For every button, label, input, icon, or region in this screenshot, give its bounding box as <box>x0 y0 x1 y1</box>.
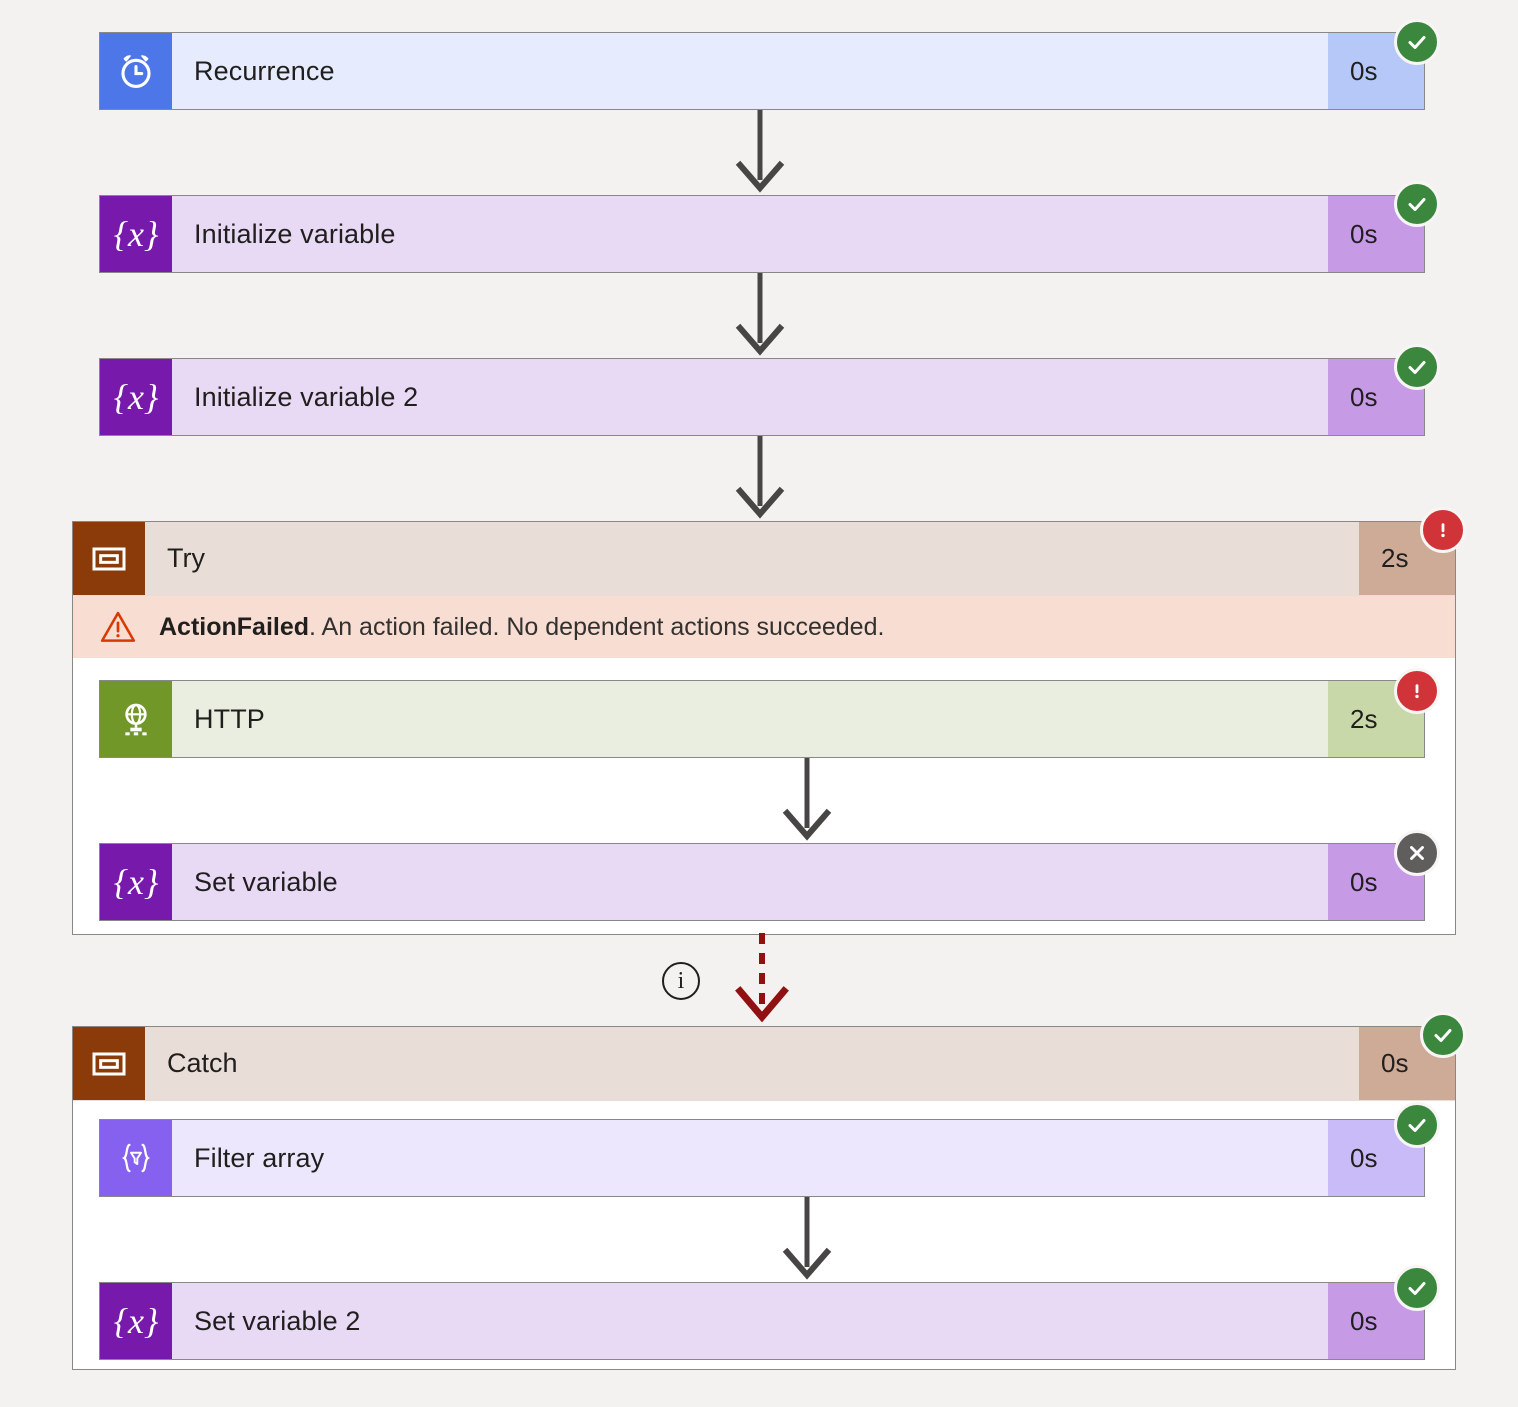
globe-network-icon <box>100 681 172 757</box>
status-badge-succeeded <box>1394 181 1440 227</box>
action-title: Filter array <box>172 1120 1328 1196</box>
error-message: ActionFailed. An action failed. No depen… <box>137 613 884 642</box>
scope-catch[interactable]: Catch 0s Filter array 0s {x} <box>72 1026 1456 1370</box>
status-badge-succeeded <box>1394 1265 1440 1311</box>
status-badge-failed <box>1420 507 1466 553</box>
action-card-initialize-variable[interactable]: {x} Initialize variable 0s <box>99 195 1425 273</box>
scope-try[interactable]: Try 2s ActionFailed. An action failed. N… <box>72 521 1456 935</box>
connector-arrow <box>735 273 785 356</box>
action-title: Initialize variable <box>172 196 1328 272</box>
error-banner-try: ActionFailed. An action failed. No depen… <box>73 596 1455 658</box>
connector-arrow <box>782 758 832 841</box>
action-title: Set variable 2 <box>172 1283 1328 1359</box>
scope-icon <box>73 1027 145 1100</box>
connector-arrow <box>782 1197 832 1280</box>
status-badge-failed <box>1394 668 1440 714</box>
scope-title: Catch <box>167 1048 238 1078</box>
status-badge-succeeded <box>1394 19 1440 65</box>
variable-braces-icon: {x} <box>100 844 172 920</box>
action-card-set-variable-2[interactable]: {x} Set variable 2 0s <box>99 1282 1425 1360</box>
action-card-filter-array[interactable]: Filter array 0s <box>99 1119 1425 1197</box>
connector-arrow <box>735 436 785 519</box>
scope-header-catch[interactable]: Catch 0s <box>73 1027 1455 1101</box>
scope-title: Try <box>167 543 205 573</box>
filter-braces-icon <box>100 1120 172 1196</box>
status-badge-succeeded <box>1420 1012 1466 1058</box>
action-title: Recurrence <box>172 33 1328 109</box>
scope-icon <box>73 522 145 595</box>
action-title: Set variable <box>172 844 1328 920</box>
info-icon-label: i <box>677 967 685 994</box>
alarm-clock-icon <box>100 33 172 109</box>
status-badge-succeeded <box>1394 344 1440 390</box>
action-duration: 0s <box>1328 196 1424 272</box>
error-detail: . An action failed. No dependent actions… <box>309 612 885 641</box>
action-title: HTTP <box>172 681 1328 757</box>
warning-triangle-icon <box>99 608 137 646</box>
variable-braces-icon: {x} <box>100 359 172 435</box>
action-card-recurrence[interactable]: Recurrence 0s <box>99 32 1425 110</box>
action-card-http[interactable]: HTTP 2s <box>99 680 1425 758</box>
info-circle-icon[interactable]: i <box>662 962 700 1000</box>
connector-arrow-run-after-failed <box>735 933 789 1023</box>
action-title: Initialize variable 2 <box>172 359 1328 435</box>
status-badge-succeeded <box>1394 1102 1440 1148</box>
action-card-set-variable[interactable]: {x} Set variable 0s <box>99 843 1425 921</box>
action-card-initialize-variable-2[interactable]: {x} Initialize variable 2 0s <box>99 358 1425 436</box>
variable-braces-icon: {x} <box>100 196 172 272</box>
status-badge-skipped <box>1394 830 1440 876</box>
error-code: ActionFailed <box>159 612 310 641</box>
connector-arrow <box>735 110 785 193</box>
scope-header-try[interactable]: Try 2s <box>73 522 1455 596</box>
variable-braces-icon: {x} <box>100 1283 172 1359</box>
